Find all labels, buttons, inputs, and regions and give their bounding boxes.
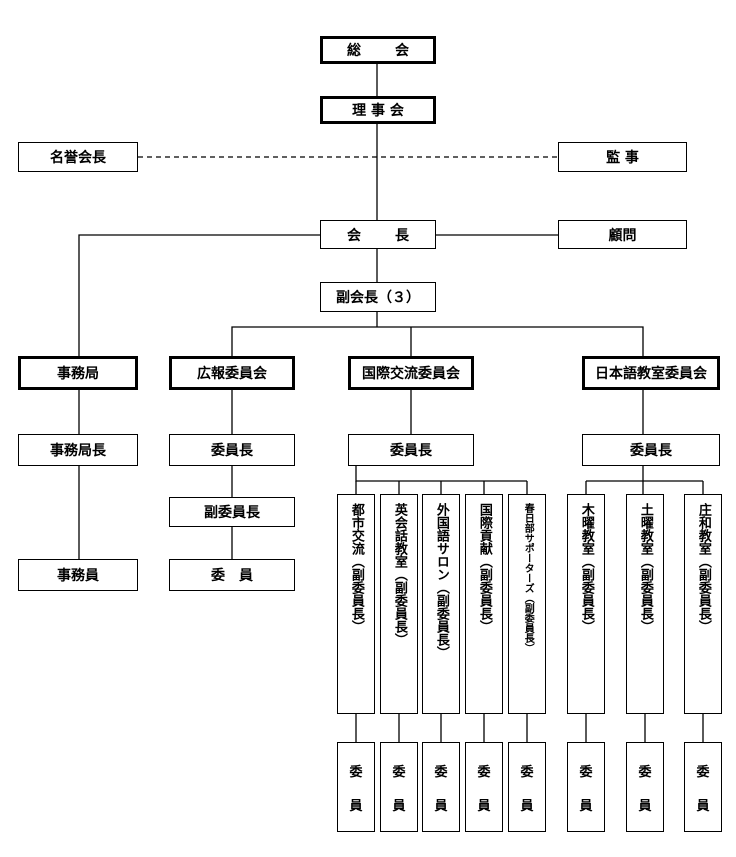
member-box: 委員 — [422, 742, 460, 832]
member-char: 員 — [638, 798, 652, 814]
class-label: 土曜教室（副委員長） — [637, 503, 653, 633]
pr-member-box: 委 員 — [169, 559, 295, 591]
intl-committee-label: 国際交流委員会 — [362, 366, 460, 382]
member-char: 員 — [520, 798, 534, 814]
connector-line — [231, 326, 644, 356]
member-box: 委員 — [380, 742, 418, 832]
secretariat-box: 事務局 — [18, 356, 138, 390]
president-box: 会 長 — [320, 220, 436, 249]
member-char: 委 — [696, 764, 710, 780]
secretariat-head-box: 事務局長 — [18, 434, 138, 466]
honorary-president-label: 名誉会長 — [50, 150, 106, 166]
member-box: 委員 — [567, 742, 605, 832]
vice-president-box: 副会長（３） — [320, 282, 436, 312]
subgroup-label: 国際貢献（副委員長） — [476, 503, 492, 633]
vice-president-label: 副会長（３） — [336, 290, 420, 306]
pr-vice-chair-label: 副委員長 — [204, 505, 260, 521]
member-box: 委員 — [684, 742, 722, 832]
subgroup-box-foreign-salon: 外国語サロン（副委員長） — [422, 494, 460, 714]
member-box: 委員 — [626, 742, 664, 832]
honorary-president-box: 名誉会長 — [18, 142, 138, 172]
japanese-chair-box: 委員長 — [582, 434, 720, 466]
pr-chair-box: 委員長 — [169, 434, 295, 466]
member-char: 員 — [434, 798, 448, 814]
pr-vice-chair-box: 副委員長 — [169, 497, 295, 527]
pr-committee-label: 広報委員会 — [197, 366, 267, 382]
general-assembly-label: 総 会 — [347, 43, 419, 59]
intl-chair-box: 委員長 — [348, 434, 474, 466]
japanese-committee-box: 日本語教室委員会 — [582, 356, 720, 390]
auditor-box: 監 事 — [558, 142, 687, 172]
member-box: 委員 — [465, 742, 503, 832]
subgroup-label: 外国語サロン（副委員長） — [433, 503, 449, 659]
pr-committee-box: 広報委員会 — [169, 356, 295, 390]
intl-chair-label: 委員長 — [390, 443, 432, 459]
connector-line — [78, 234, 320, 356]
subgroup-label: 英会話教室（副委員長） — [391, 503, 407, 646]
secretariat-label: 事務局 — [57, 366, 99, 382]
subgroup-box-english: 英会話教室（副委員長） — [380, 494, 418, 714]
member-char: 委 — [434, 764, 448, 780]
member-char: 員 — [579, 798, 593, 814]
japanese-chair-label: 委員長 — [630, 443, 672, 459]
secretariat-staff-box: 事務員 — [18, 559, 138, 591]
member-char: 員 — [349, 798, 363, 814]
class-label: 木曜教室（副委員長） — [578, 503, 594, 633]
board-box: 理 事 会 — [320, 96, 436, 124]
member-char: 員 — [477, 798, 491, 814]
general-assembly-box: 総 会 — [320, 36, 436, 64]
pr-chair-label: 委員長 — [211, 443, 253, 459]
class-box-thursday: 木曜教室（副委員長） — [567, 494, 605, 714]
subgroup-box-intl-contribution: 国際貢献（副委員長） — [465, 494, 503, 714]
member-box: 委員 — [337, 742, 375, 832]
japanese-committee-label: 日本語教室委員会 — [595, 366, 707, 382]
subgroup-box-supporters: 春日部サポーターズ（副委員長） — [508, 494, 546, 714]
subgroup-label: 都市交流（副委員長） — [348, 503, 364, 633]
subgroup-box-city-exchange: 都市交流（副委員長） — [337, 494, 375, 714]
member-char: 委 — [349, 764, 363, 780]
pr-member-label: 委 員 — [211, 568, 253, 584]
member-char: 員 — [392, 798, 406, 814]
class-box-showa: 庄和教室（副委員長） — [684, 494, 722, 714]
member-char: 員 — [696, 798, 710, 814]
advisor-box: 顧問 — [558, 220, 687, 249]
board-label: 理 事 会 — [352, 103, 404, 119]
member-char: 委 — [392, 764, 406, 780]
member-char: 委 — [579, 764, 593, 780]
member-char: 委 — [520, 764, 534, 780]
member-char: 委 — [638, 764, 652, 780]
class-box-saturday: 土曜教室（副委員長） — [626, 494, 664, 714]
connector-line — [355, 466, 527, 482]
member-box: 委員 — [508, 742, 546, 832]
president-label: 会 長 — [347, 227, 419, 244]
secretariat-head-label: 事務局長 — [50, 443, 106, 459]
class-label: 庄和教室（副委員長） — [695, 503, 711, 633]
advisor-label: 顧問 — [608, 227, 637, 244]
member-char: 委 — [477, 764, 491, 780]
secretariat-staff-label: 事務員 — [57, 568, 99, 584]
auditor-label: 監 事 — [606, 150, 639, 166]
intl-committee-box: 国際交流委員会 — [348, 356, 474, 390]
subgroup-label: 春日部サポーターズ（副委員長） — [522, 503, 534, 653]
